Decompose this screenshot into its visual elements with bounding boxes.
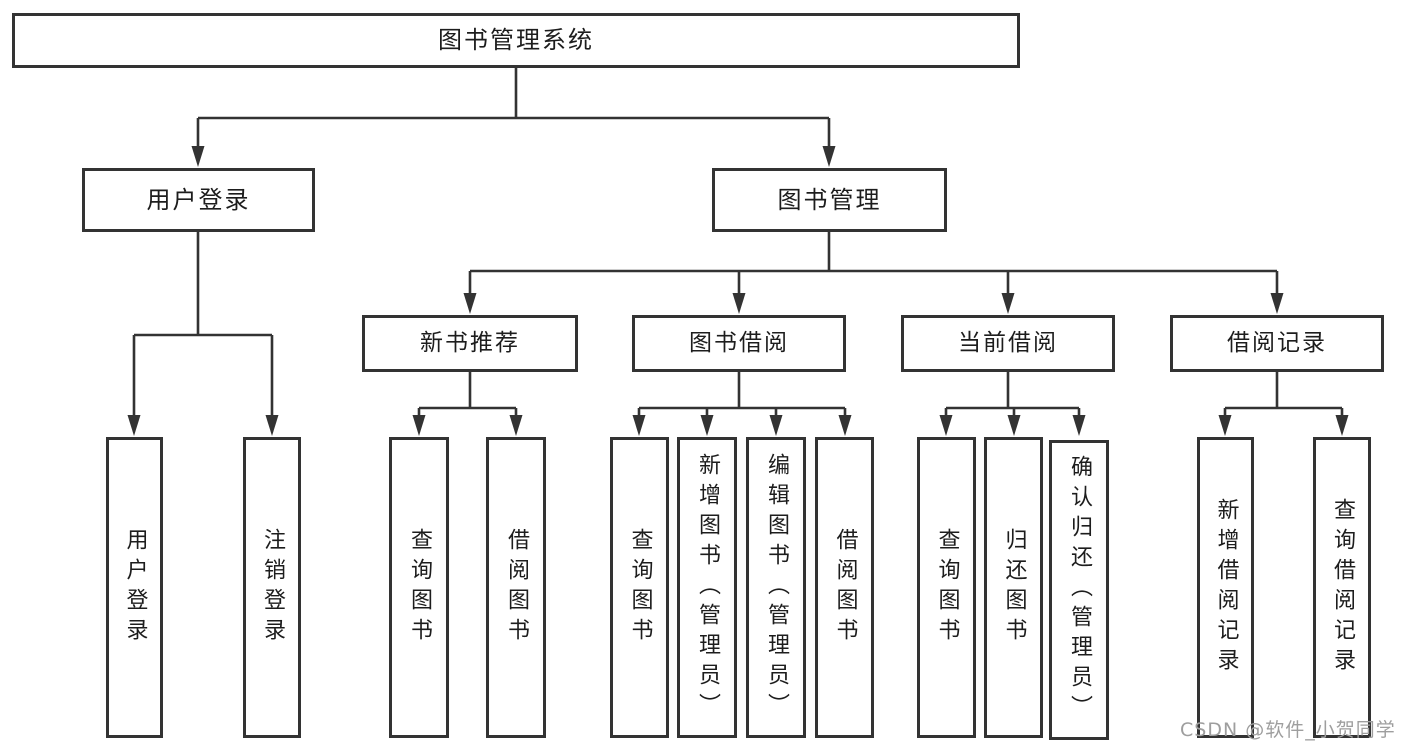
node-borrowing-records: 借阅记录 (1170, 315, 1384, 372)
leaf-add-books-admin: 新增图书（管理员） (677, 437, 737, 738)
leaf-edit-books-admin: 编辑图书（管理员） (746, 437, 806, 738)
node-library-management-system: 图书管理系统 (12, 13, 1020, 68)
node-book-management-branch: 图书管理 (712, 168, 947, 232)
leaf-query-books-borrow: 查询图书 (610, 437, 669, 738)
leaf-query-books-recommend: 查询图书 (389, 437, 449, 738)
node-current-borrowing: 当前借阅 (901, 315, 1115, 372)
leaf-borrow-books: 借阅图书 (815, 437, 874, 738)
csdn-watermark: CSDN @软件_小贺同学 (1180, 719, 1396, 741)
node-book-borrowing: 图书借阅 (632, 315, 846, 372)
leaf-return-books: 归还图书 (984, 437, 1043, 738)
node-new-book-recommendation: 新书推荐 (362, 315, 578, 372)
leaf-logout: 注销登录 (243, 437, 301, 738)
leaf-user-login: 用户登录 (106, 437, 163, 738)
leaf-add-borrow-record: 新增借阅记录 (1197, 437, 1254, 738)
leaf-query-borrow-record: 查询借阅记录 (1313, 437, 1371, 738)
leaf-query-books-current: 查询图书 (917, 437, 976, 738)
leaf-borrow-books-recommend: 借阅图书 (486, 437, 546, 738)
leaf-confirm-return-admin: 确认归还（管理员） (1049, 440, 1109, 740)
node-user-login-branch: 用户登录 (82, 168, 315, 232)
